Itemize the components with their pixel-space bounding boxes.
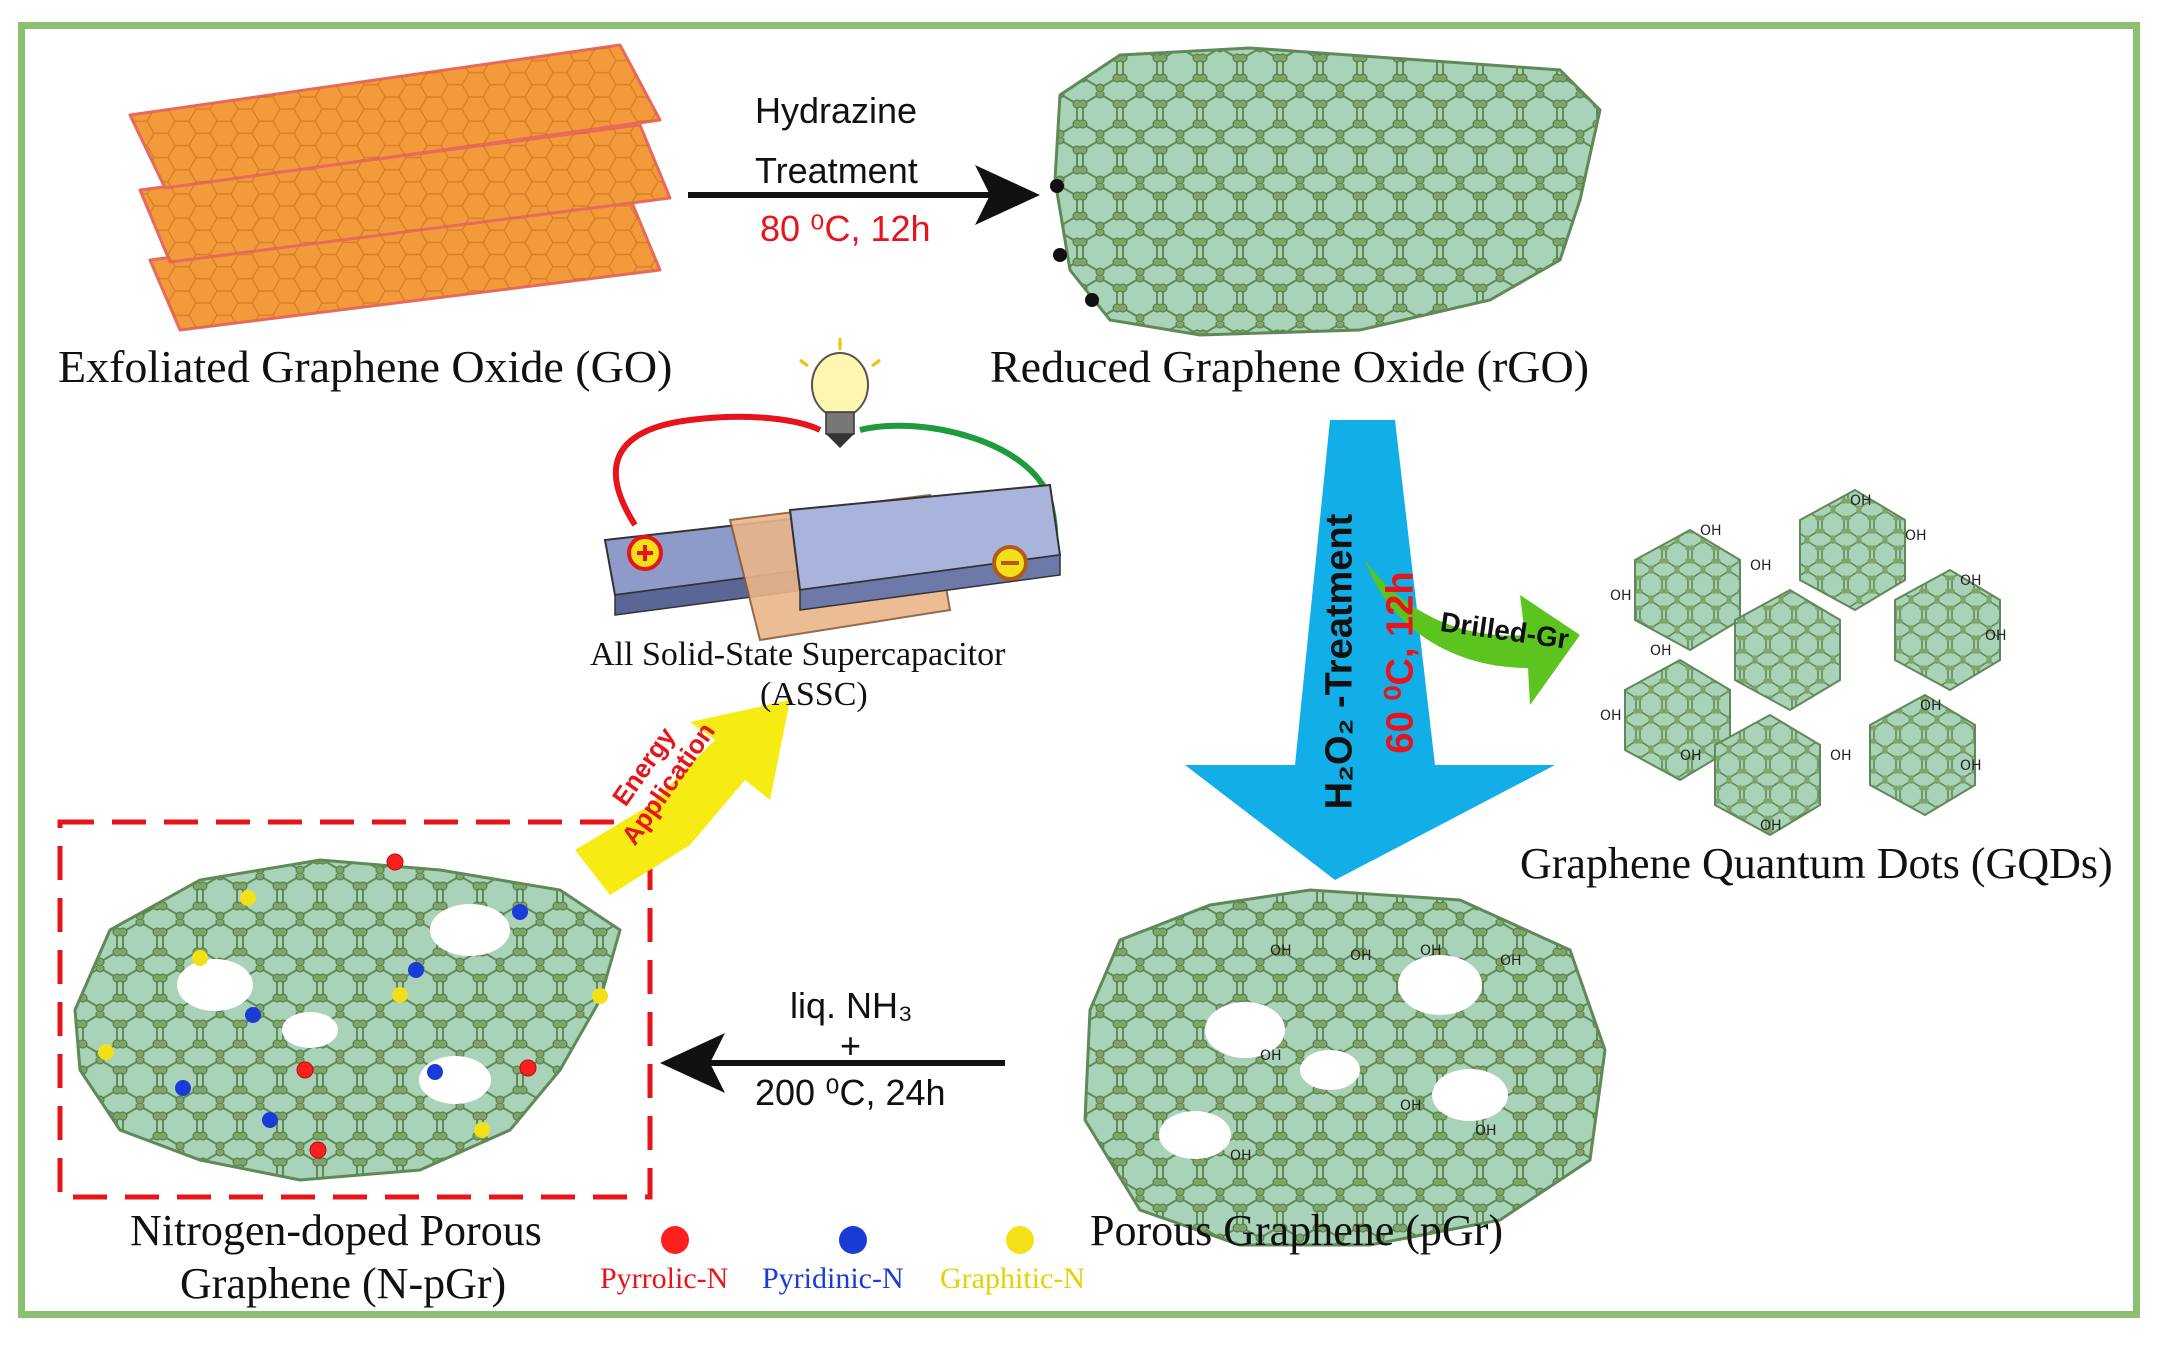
rgo-functional-group — [1085, 293, 1099, 307]
label-assc-line2: (ASSC) — [760, 676, 868, 713]
arrow-energy — [575, 700, 790, 895]
legend-pyrrolic: Pyrrolic-N — [600, 1262, 729, 1295]
step1-condition: 80 ⁰C, 12h — [760, 208, 931, 249]
graphitic-n-atom — [392, 987, 408, 1003]
pgr-pore — [1300, 1050, 1360, 1090]
label-assc-line1: All Solid-State Supercapacitor — [590, 636, 1006, 673]
legend-dot-graphitic — [1006, 1226, 1034, 1254]
rgo-functional-group — [1050, 179, 1064, 193]
pyridinic-n-atom — [175, 1080, 191, 1096]
go-sheet-top — [128, 43, 662, 190]
step1-line2: Treatment — [755, 150, 918, 191]
arrow-nh3 — [660, 1033, 1005, 1093]
oh-group-label: OH — [1760, 818, 1782, 834]
label-pgr: Porous Graphene (pGr) — [1090, 1206, 1503, 1255]
pgr-pore — [1205, 1002, 1285, 1058]
label-rgo: Reduced Graphene Oxide (rGO) — [990, 341, 1590, 392]
gqd-cluster — [1624, 488, 2001, 837]
pyridinic-n-atom — [512, 904, 528, 920]
label-npgr-line1: Nitrogen-doped Porous — [130, 1206, 542, 1255]
oh-group-label: OH — [1960, 758, 1982, 774]
positive-terminal-icon — [627, 535, 663, 571]
label-go: Exfoliated Graphene Oxide (GO) — [58, 341, 673, 392]
oh-group-label: OH — [1960, 573, 1982, 589]
pyrrolic-n-atom — [519, 1059, 537, 1077]
rgo-sheet — [1050, 46, 1602, 337]
legend-dot-pyrrolic — [661, 1226, 689, 1254]
figure-frame — [18, 22, 2140, 1318]
pyridinic-n-atom — [245, 1007, 261, 1023]
graphitic-n-atom — [592, 988, 608, 1004]
oh-group-label: OH — [1400, 1098, 1422, 1114]
oh-group-label: OH — [1230, 1148, 1252, 1164]
oh-group-label: OH — [1650, 643, 1672, 659]
oh-group-label: OH — [1600, 708, 1622, 724]
oh-group-label: OH — [1985, 628, 2007, 644]
pyridinic-n-atom — [408, 962, 424, 978]
graphitic-n-atom — [240, 890, 256, 906]
pyridinic-n-atom — [427, 1064, 443, 1080]
graphitic-n-atom — [192, 950, 208, 966]
oh-group-label: OH — [1680, 748, 1702, 764]
npgr-dashed-box — [57, 819, 653, 1200]
negative-terminal-icon — [992, 545, 1028, 581]
rgo-functional-group — [1053, 248, 1067, 262]
pyridinic-n-atom — [262, 1112, 278, 1128]
oh-group-label: OH — [1750, 558, 1772, 574]
step2-condition: 60 ⁰C, 12h — [1379, 571, 1422, 754]
red-wire — [612, 413, 822, 527]
supercapacitor-device — [603, 338, 1062, 642]
label-npgr-line2: Graphene (N-pGr) — [180, 1259, 507, 1308]
pyrrolic-n-atom — [309, 1141, 327, 1159]
label-gqd: Graphene Quantum Dots (GQDs) — [1520, 839, 2113, 888]
pgr-pore — [1432, 1069, 1508, 1121]
step3-line1: liq. NH₃ — [790, 985, 913, 1026]
pyrrolic-n-atom — [386, 853, 404, 871]
step3-line3: 200 ⁰C, 24h — [755, 1072, 946, 1113]
oh-group-label: OH — [1500, 953, 1522, 969]
legend-pyridinic: Pyridinic-N — [762, 1262, 904, 1295]
pgr-pore — [1159, 1111, 1231, 1159]
arrow-h2o2 — [1185, 420, 1555, 880]
oh-group-label: OH — [1260, 1048, 1282, 1064]
pgr-pore — [1398, 955, 1482, 1015]
oh-group-label: OH — [1700, 523, 1722, 539]
oh-group-label: OH — [1905, 528, 1927, 544]
go-sheets — [128, 43, 672, 332]
arrow-drilled-gr — [1365, 560, 1580, 705]
npgr-sheet — [73, 853, 622, 1182]
oh-group-label: OH — [1420, 943, 1442, 959]
npgr-pore — [419, 1056, 491, 1104]
arrow-hydrazine — [688, 165, 1040, 225]
step1-line1: Hydrazine — [755, 90, 918, 131]
oh-group-label: OH — [1920, 698, 1942, 714]
step2-reagent: H₂O₂ -Treatment — [1318, 513, 1361, 810]
pyrrolic-n-atom — [296, 1061, 314, 1079]
graphitic-n-atom — [474, 1122, 490, 1138]
legend-graphitic: Graphitic-N — [940, 1262, 1085, 1295]
npgr-pore — [177, 959, 253, 1011]
graphitic-n-atom — [98, 1044, 114, 1060]
npgr-pore — [282, 1012, 338, 1048]
oh-group-label: OH — [1850, 493, 1872, 509]
legend-dot-pyridinic — [839, 1226, 867, 1254]
oh-group-label: OH — [1270, 943, 1292, 959]
npgr-pore — [430, 904, 510, 956]
step3-line2: + — [840, 1025, 862, 1066]
light-bulb-icon — [799, 338, 881, 448]
oh-group-label: OH — [1830, 748, 1852, 764]
oh-group-label: OH — [1475, 1123, 1497, 1139]
oh-group-label: OH — [1350, 948, 1372, 964]
oh-group-label: OH — [1610, 588, 1632, 604]
pgr-sheet — [1083, 888, 1607, 1247]
